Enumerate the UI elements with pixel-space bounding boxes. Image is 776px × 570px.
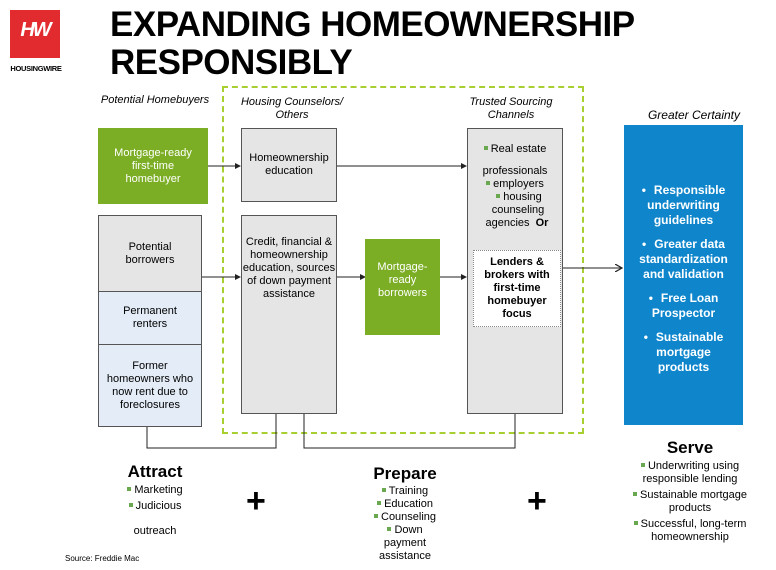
housingwire-logo — [10, 10, 60, 58]
credit-financial-label: Credit, financial & homeownership educat… — [242, 236, 336, 300]
counselors-channels-region — [222, 86, 584, 434]
header-greater-certainty: Greater Certainty — [647, 108, 741, 122]
logo-wordmark: HOUSINGWIRE — [10, 64, 62, 73]
logo-mark: HW — [20, 19, 51, 41]
channel-item: Real estate — [468, 143, 562, 156]
serve-item: Successful, long-term homeownership — [628, 518, 752, 544]
header-potential-homebuyers: Potential Homebuyers — [100, 94, 210, 106]
credit-financial-box: Credit, financial & homeownership educat… — [241, 215, 337, 414]
channel-item: counseling — [491, 204, 545, 216]
mortgage-ready-first-time-box: Mortgage-ready first-time homebuyer — [98, 128, 208, 204]
former-homeowners-box: Former homeowners who now rent due to fo… — [98, 344, 202, 427]
attract-title: Attract — [127, 462, 183, 481]
attract-section: Attract Marketing Judicious outreach — [100, 462, 210, 538]
plus-icon: + — [246, 482, 266, 520]
attract-item: Judicious — [100, 500, 210, 513]
bracket-attract — [146, 413, 277, 449]
prepare-title: Prepare — [373, 464, 437, 483]
mortgage-ready-first-time-label: Mortgage-ready first-time homebuyer — [114, 146, 192, 185]
former-homeowners-label: Former homeowners who now rent due to fo… — [106, 359, 194, 411]
serve-section: Serve Underwriting using responsible len… — [628, 438, 752, 544]
prepare-item: Counseling — [350, 511, 460, 524]
title-line-1: EXPANDING HOMEOWNERSHIP — [110, 5, 635, 44]
certainty-item: •Greater data standardization and valida… — [639, 237, 728, 281]
bullet-icon — [377, 501, 381, 505]
bullet-icon — [496, 194, 501, 198]
channel-item: agencies Or — [485, 217, 549, 229]
title-line-2: RESPONSIBLY — [110, 43, 353, 82]
potential-borrowers-box: Potential borrowers — [98, 215, 202, 292]
potential-borrowers-label: Potential borrowers — [125, 240, 175, 266]
bullet-icon — [486, 181, 491, 185]
header-housing-counselors: Housing Counselors/ Others — [240, 96, 344, 121]
prepare-item: Down payment assistance — [379, 524, 431, 562]
homeownership-education-label: Homeownership education — [249, 152, 329, 177]
bracket-prepare — [303, 413, 516, 449]
prepare-item: Education — [350, 498, 460, 511]
mortgage-ready-borrowers-label: Mortgage-ready borrowers — [377, 261, 428, 299]
bullet-icon — [381, 488, 386, 492]
lenders-brokers-label: Lenders & brokers with first-time homebu… — [484, 256, 550, 320]
prepare-item: Training — [350, 485, 460, 498]
attract-item: outreach — [133, 525, 177, 537]
bullet-icon — [483, 146, 488, 150]
mortgage-ready-borrowers-box: Mortgage-ready borrowers — [365, 239, 440, 335]
greater-certainty-list: •Responsible underwriting guidelines •Gr… — [630, 183, 737, 375]
bullet-icon — [632, 492, 637, 496]
serve-title: Serve — [666, 438, 714, 457]
bullet-icon — [633, 521, 638, 525]
prepare-section: Prepare Training Education Counseling Do… — [350, 464, 460, 563]
attract-item: Marketing — [100, 484, 210, 497]
bullet-icon — [373, 514, 378, 518]
certainty-item: •Free Loan Prospector — [648, 291, 719, 320]
or-label: Or — [535, 217, 549, 229]
certainty-item: •Responsible underwriting guidelines — [641, 183, 726, 227]
bullet-icon — [128, 503, 133, 507]
bullet-icon — [387, 527, 392, 531]
channel-item: employers — [468, 178, 562, 191]
lenders-brokers-box: Lenders & brokers with first-time homebu… — [473, 250, 561, 327]
plus-icon: + — [527, 482, 547, 520]
permanent-renters-box: Permanent renters — [98, 291, 202, 345]
header-trusted-sourcing: Trusted Sourcing Channels — [458, 96, 564, 122]
serve-item: Sustainable mortgage products — [628, 489, 752, 515]
source-note: Source: Freddie Mac — [65, 554, 140, 563]
bullet-icon — [640, 463, 645, 467]
permanent-renters-label: Permanent renters — [123, 305, 177, 330]
serve-item: Underwriting using responsible lending — [640, 460, 740, 485]
channel-item: professionals — [482, 165, 548, 177]
bullet-icon — [127, 487, 132, 491]
certainty-item: •Sustainable mortgage products — [643, 330, 724, 374]
page-title: EXPANDING HOMEOWNERSHIP RESPONSIBLY — [110, 6, 635, 82]
homeownership-education-box: Homeownership education — [241, 128, 337, 202]
greater-certainty-box: •Responsible underwriting guidelines •Gr… — [624, 125, 743, 425]
channel-item: housing — [468, 191, 562, 204]
